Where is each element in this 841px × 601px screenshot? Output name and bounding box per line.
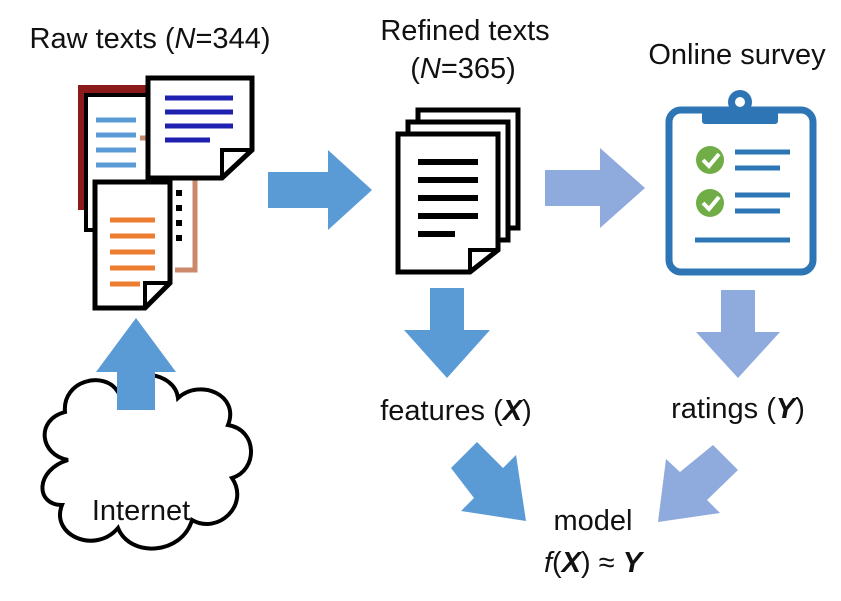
check-icon xyxy=(696,189,724,217)
arrow-right xyxy=(268,150,372,230)
features-label: features (X) xyxy=(380,395,532,427)
internet-label: Internet xyxy=(91,495,191,527)
raw-documents-icon xyxy=(78,75,255,311)
clipboard-icon xyxy=(665,90,817,276)
arrow-right xyxy=(545,148,645,228)
refined-documents-icon xyxy=(395,107,521,275)
raw-texts-label: Raw texts (N=344) xyxy=(29,23,271,55)
refined-texts-label: Refined texts xyxy=(380,15,550,47)
arrow-diagonal xyxy=(451,442,526,521)
model-label: model xyxy=(553,505,633,537)
model-formula: f(X) ≈ Y xyxy=(543,547,643,579)
arrow-diagonal xyxy=(658,445,738,522)
ratings-label: ratings (Y) xyxy=(671,393,805,425)
arrow-up xyxy=(96,318,176,410)
arrow-down xyxy=(696,290,780,378)
refined-texts-count: (N=365) xyxy=(410,53,516,85)
check-icon xyxy=(696,146,724,174)
online-survey-label: Online survey xyxy=(648,39,826,71)
cloud-icon xyxy=(40,372,253,551)
arrow-down xyxy=(404,288,490,378)
